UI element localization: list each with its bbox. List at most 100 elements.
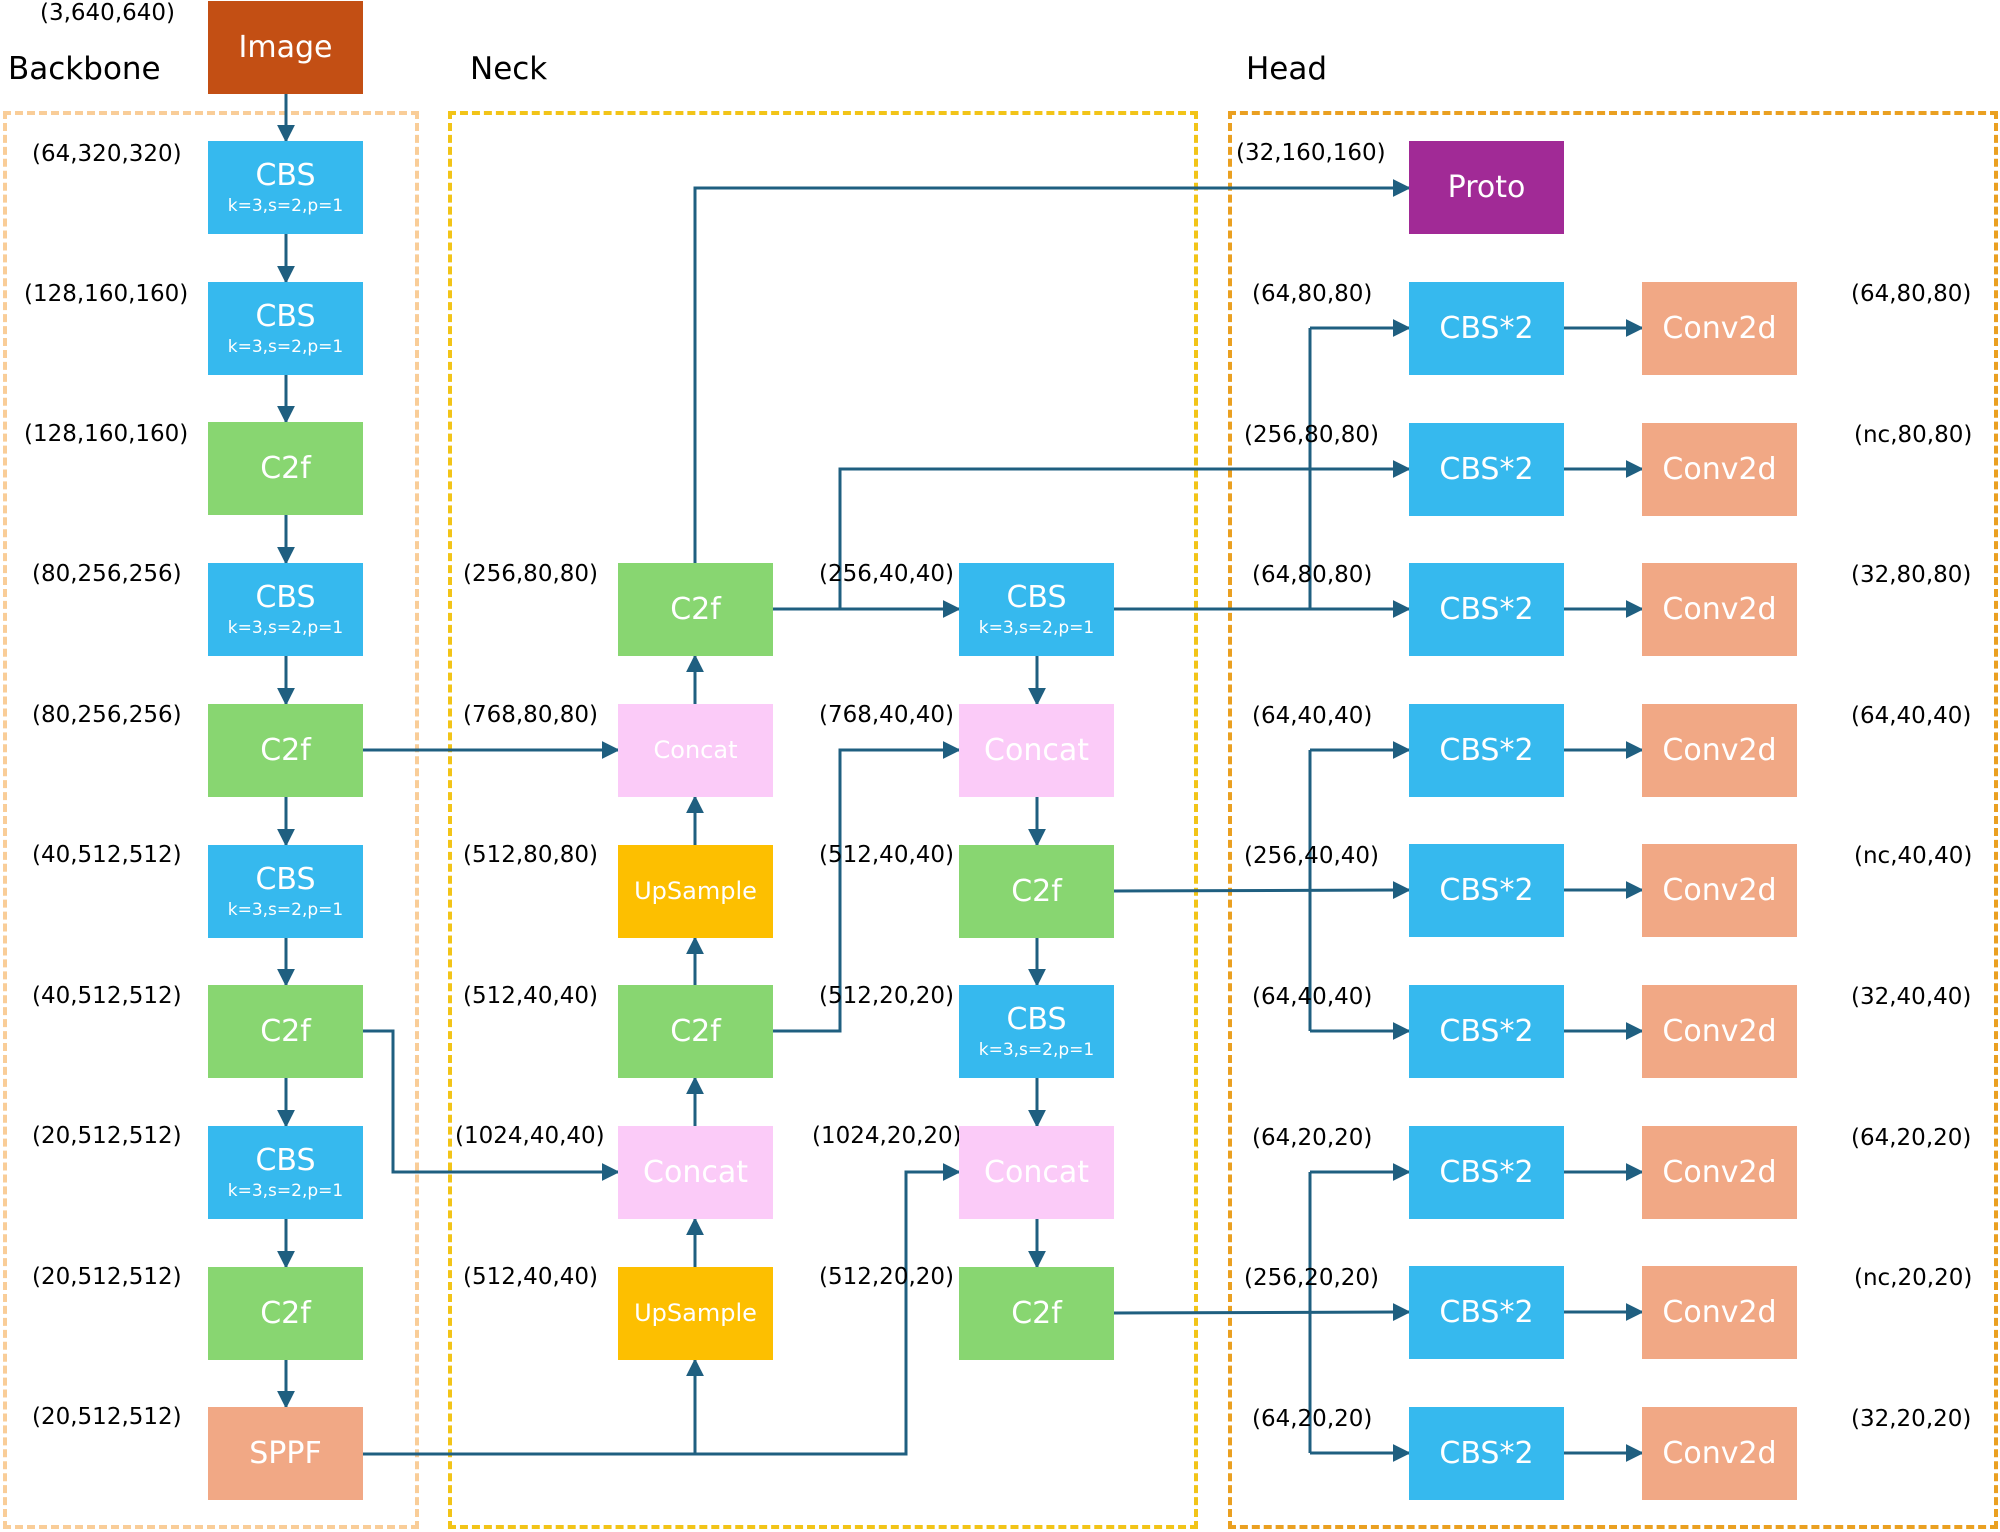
neck-upsample-block-1: UpSample: [618, 845, 773, 938]
head-conv2d-block: Conv2d: [1642, 985, 1797, 1078]
head-output-shape: (nc,40,40): [1854, 843, 1973, 869]
block-params: k=3,s=2,p=1: [978, 1039, 1095, 1060]
head-conv2d-block: Conv2d: [1642, 423, 1797, 516]
block-label: CBS*2: [1439, 1436, 1534, 1471]
backbone-shape-4: (80,256,256): [32, 702, 182, 728]
sppf-to-concat-arrow: [695, 1163, 961, 1456]
head-conv2d-block: Conv2d: [1642, 1407, 1797, 1500]
block-label: Conv2d: [1662, 311, 1777, 346]
proto-block: Proto: [1409, 141, 1564, 234]
neck-left-shape-1: (768,80,80): [463, 702, 599, 728]
backbone-shape-2: (128,160,160): [24, 421, 189, 447]
head-input-shape: (256,20,20): [1244, 1265, 1380, 1291]
backbone-cbs-block-4: CBS k=3,s=2,p=1: [208, 845, 363, 938]
block-label: UpSample: [634, 1299, 757, 1328]
p4-to-head-cls-arrow: [1113, 881, 1411, 900]
block-params: k=3,s=2,p=1: [227, 899, 344, 920]
backbone-shape-7: (20,512,512): [32, 1123, 182, 1149]
head-input-shape: (64,40,40): [1252, 703, 1373, 729]
head-cbs2-block: CBS*2: [1409, 1126, 1564, 1219]
head-input-shape: (64,40,40): [1252, 984, 1373, 1010]
neck-right-shape-4: (1024,20,20): [812, 1123, 962, 1149]
block-label: Concat: [984, 733, 1089, 768]
head-input-shape: (64,20,20): [1252, 1406, 1373, 1432]
image-shape-label: (3,640,640): [40, 0, 176, 26]
block-label: Conv2d: [1662, 1155, 1777, 1190]
head-output-shape: (64,80,80): [1851, 281, 1972, 307]
backbone-c2f-block-2: C2f: [208, 704, 363, 797]
neck-right-shape-3: (512,20,20): [819, 983, 955, 1009]
head-conv2d-block: Conv2d: [1642, 704, 1797, 797]
head-conv2d-block: Conv2d: [1642, 844, 1797, 937]
neck-left-shape-5: (512,40,40): [463, 1264, 599, 1290]
p3-to-proto-arrow: [693, 179, 1411, 563]
head-output-shape: (64,20,20): [1851, 1125, 1972, 1151]
head-cbs2-block: CBS*2: [1409, 704, 1564, 797]
head-output-shape: (nc,20,20): [1854, 1265, 1973, 1291]
block-label: C2f: [260, 1296, 311, 1331]
block-label: Conv2d: [1662, 733, 1777, 768]
block-label: UpSample: [634, 877, 757, 906]
block-label: CBS: [255, 298, 316, 334]
head-input-shape: (64,80,80): [1252, 281, 1373, 307]
block-label: CBS*2: [1439, 873, 1534, 908]
block-label: C2f: [1011, 874, 1062, 909]
block-label: CBS*2: [1439, 1295, 1534, 1330]
block-label: C2f: [260, 733, 311, 768]
block-label: CBS: [1006, 579, 1067, 615]
backbone-shape-1: (128,160,160): [24, 281, 189, 307]
block-params: k=3,s=2,p=1: [227, 617, 344, 638]
backbone-c2f-block-3: C2f: [208, 985, 363, 1078]
head-output-shape: (32,80,80): [1851, 562, 1972, 588]
head-output-shape: (64,40,40): [1851, 703, 1972, 729]
block-label: Proto: [1447, 170, 1526, 205]
head-input-shape: (64,80,80): [1252, 562, 1373, 588]
neck-cbs-block-2: CBS k=3,s=2,p=1: [959, 985, 1114, 1078]
head-cbs2-block: CBS*2: [1409, 282, 1564, 375]
block-label: CBS*2: [1439, 311, 1534, 346]
neck-concat-block-1: Concat: [618, 704, 773, 797]
block-label: C2f: [260, 1014, 311, 1049]
block-params: k=3,s=2,p=1: [227, 336, 344, 357]
p3-to-head-cls-arrow: [838, 460, 1411, 609]
neck-left-shape-4: (1024,40,40): [455, 1123, 605, 1149]
backbone-shape-0: (64,320,320): [32, 141, 182, 167]
block-label: C2f: [670, 592, 721, 627]
neck-right-shape-1: (768,40,40): [819, 702, 955, 728]
head-cbs2-block: CBS*2: [1409, 1266, 1564, 1359]
head-conv2d-block: Conv2d: [1642, 1126, 1797, 1219]
neck-c2f-block-p4: C2f: [959, 845, 1114, 938]
block-label: SPPF: [249, 1436, 322, 1471]
block-label: CBS*2: [1439, 1014, 1534, 1049]
head-cbs2-block: CBS*2: [1409, 423, 1564, 516]
head-conv2d-block: Conv2d: [1642, 563, 1797, 656]
neck-title: Neck: [470, 51, 548, 87]
block-label: Conv2d: [1662, 452, 1777, 487]
head-input-shape: (64,20,20): [1252, 1125, 1373, 1151]
backbone-shape-3: (80,256,256): [32, 561, 182, 587]
head-section: [1228, 111, 1998, 1529]
block-label: CBS: [255, 861, 316, 897]
head-cbs2-block: CBS*2: [1409, 1407, 1564, 1500]
block-label: Concat: [984, 1155, 1089, 1190]
backbone-p4-to-concat-arrow: [363, 1029, 620, 1181]
neck-right-shape-2: (512,40,40): [819, 842, 955, 868]
neck-concat-block-4: Concat: [959, 1126, 1114, 1219]
p5-to-head-cls-arrow: [1113, 1303, 1411, 1322]
neck-left-shape-3: (512,40,40): [463, 983, 599, 1009]
head-cbs2-block: CBS*2: [1409, 985, 1564, 1078]
neck-cbs-block-1: CBS k=3,s=2,p=1: [959, 563, 1114, 656]
block-params: k=3,s=2,p=1: [227, 1180, 344, 1201]
backbone-shape-6: (40,512,512): [32, 983, 182, 1009]
block-label: Conv2d: [1662, 1014, 1777, 1049]
image-block-label: Image: [238, 30, 333, 65]
block-label: CBS: [1006, 1001, 1067, 1037]
backbone-sppf-block: SPPF: [208, 1407, 363, 1500]
block-label: Conv2d: [1662, 1295, 1777, 1330]
backbone-cbs-block-3: CBS k=3,s=2,p=1: [208, 563, 363, 656]
backbone-title: Backbone: [8, 51, 161, 87]
backbone-shape-9: (20,512,512): [32, 1404, 182, 1430]
neck-left-shape-2: (512,80,80): [463, 842, 599, 868]
image-block: Image: [208, 1, 363, 94]
